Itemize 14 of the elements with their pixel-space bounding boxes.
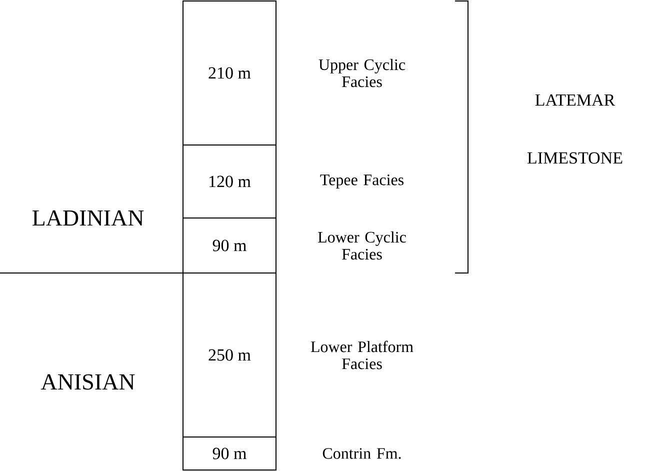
facies-label: Lower Platform Facies [310,340,414,370]
facies-label: Contrin Fm. [322,448,401,459]
layer-cell: 90 m [182,436,276,470]
formation-label: LATEMAR [535,94,616,106]
layer-cell: 250 m [182,272,276,438]
layer-cell: 90 m [182,218,276,274]
formation-label: LIMESTONE [527,152,622,164]
stage-label: LADINIAN [32,210,144,226]
facies-label: Upper Cyclic Facies [318,58,406,88]
facies-label: Lower Cyclic Facies [318,231,406,260]
layer-cell: 120 m [182,144,276,218]
stage-label: ANISIAN [40,374,135,390]
layer-cell: 210 m [182,0,276,146]
facies-label: Tepee Facies [320,174,404,188]
